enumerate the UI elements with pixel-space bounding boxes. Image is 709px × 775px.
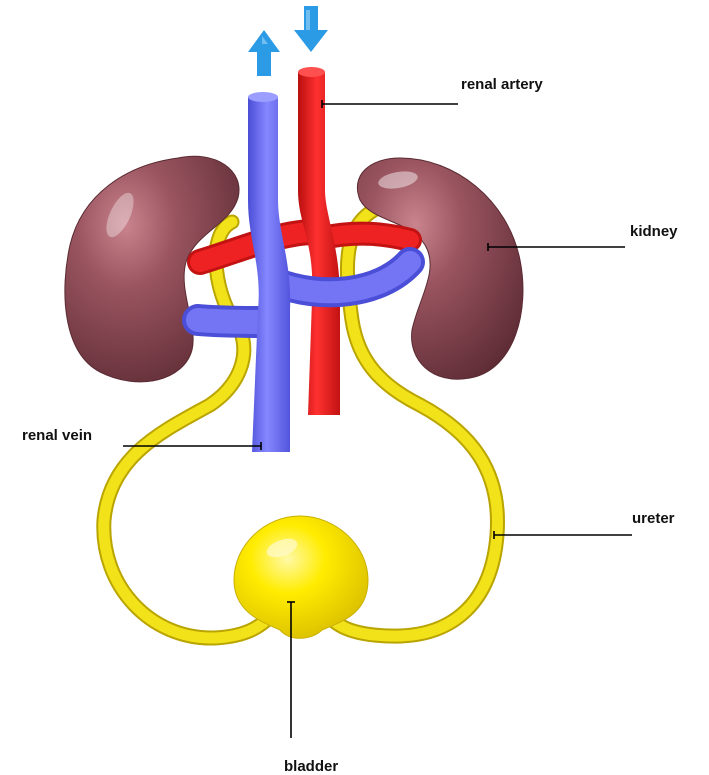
arrow-down-icon <box>294 6 328 52</box>
label-renal-artery: renal artery <box>322 76 543 108</box>
bladder-label: bladder <box>284 758 338 775</box>
label-kidney: kidney <box>488 223 678 251</box>
renal-artery-label: renal artery <box>461 76 543 93</box>
bladder-organ <box>234 516 368 638</box>
artery-vessel <box>200 67 410 415</box>
kidney-label: kidney <box>630 223 678 240</box>
renal-vein-label: renal vein <box>22 427 92 444</box>
label-ureter: ureter <box>494 510 675 539</box>
arrow-up-icon <box>248 30 280 76</box>
ureter-label: ureter <box>632 510 675 527</box>
